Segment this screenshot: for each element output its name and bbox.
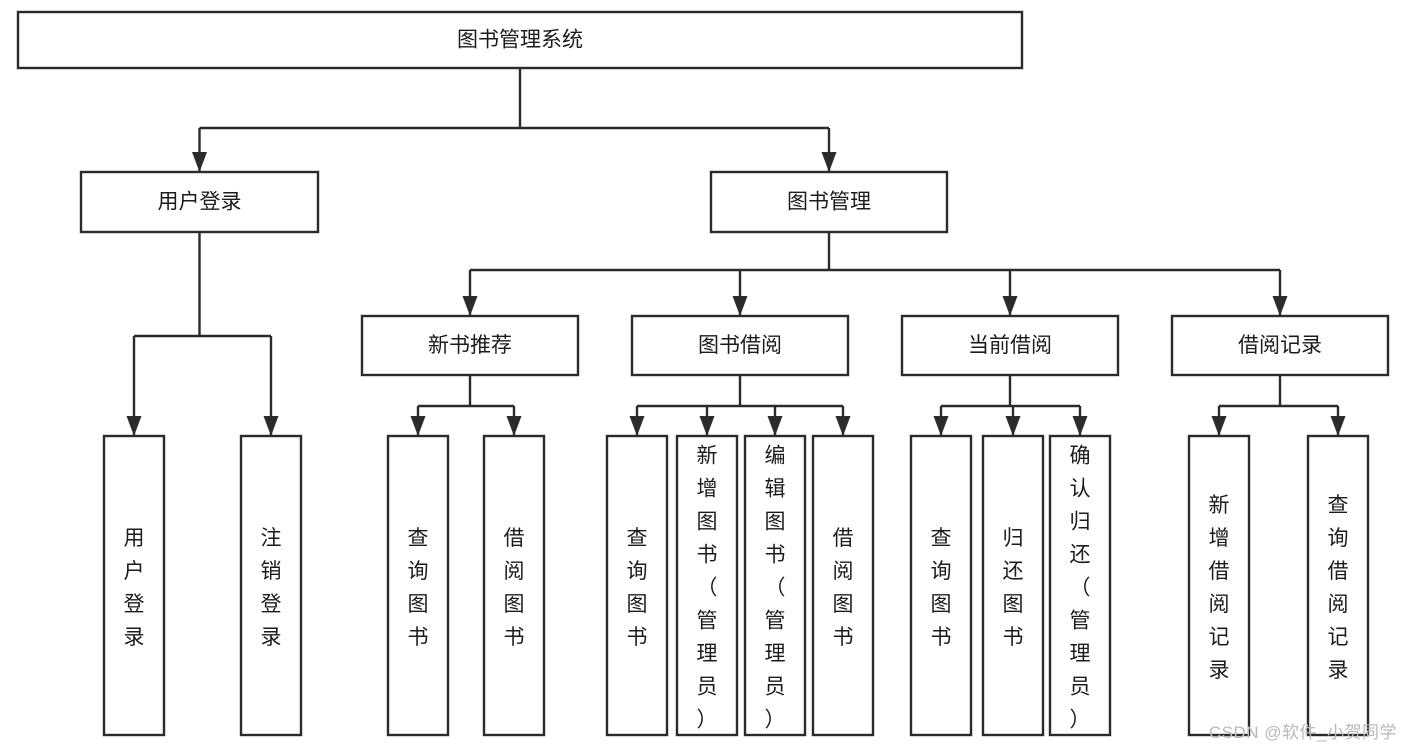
node-layer: 图书管理系统用户登录图书管理新书推荐图书借阅当前借阅借阅记录用户登录注销登录查询… <box>16 10 1390 737</box>
node-label: 新增借阅记录 <box>1209 494 1230 682</box>
node-leaf-8[interactable]: 查询图书 <box>909 434 973 737</box>
node-label: 编辑图书（管理员） <box>765 445 786 732</box>
node-label: 注销登录 <box>261 527 282 649</box>
node-rect <box>102 434 166 737</box>
book-mgmt-arrow-3 <box>1272 296 1288 316</box>
node-rect <box>239 434 303 737</box>
record-arrow-0 <box>1211 416 1227 436</box>
node-leaf-2[interactable]: 查询图书 <box>386 434 450 737</box>
node-label: 查询图书 <box>931 527 952 649</box>
root-arrow-0 <box>192 152 207 172</box>
node-rect <box>386 434 450 737</box>
node-label: 确认归还（管理员） <box>1070 445 1091 732</box>
node-rect <box>811 434 875 737</box>
node-l3-1[interactable]: 图书借阅 <box>630 314 850 377</box>
node-rect <box>482 434 546 737</box>
node-leaf-3[interactable]: 借阅图书 <box>482 434 546 737</box>
node-rect <box>709 170 949 234</box>
node-leaf-9[interactable]: 归还图书 <box>981 434 1045 737</box>
node-rect <box>79 170 320 234</box>
new-book-arrow-0 <box>410 416 426 436</box>
node-label: 借阅图书 <box>833 527 854 649</box>
node-leaf-5[interactable]: 新增图书（管理员） <box>675 434 739 737</box>
node-rect <box>1306 434 1370 737</box>
node-label: 用户登录 <box>158 191 242 214</box>
node-label: 图书借阅 <box>698 334 782 357</box>
node-l3-0[interactable]: 新书推荐 <box>360 314 580 377</box>
node-leaf-7[interactable]: 借阅图书 <box>811 434 875 737</box>
book-mgmt-arrow-0 <box>462 296 478 316</box>
node-leaf-4[interactable]: 查询图书 <box>605 434 669 737</box>
node-leaf-6[interactable]: 编辑图书（管理员） <box>743 434 807 737</box>
current-arrow-2 <box>1072 416 1088 436</box>
root-arrow-1 <box>821 152 837 172</box>
borrow-arrow-2 <box>767 416 783 436</box>
node-label: 借阅图书 <box>504 527 525 649</box>
node-leaf-12[interactable]: 查询借阅记录 <box>1306 434 1370 737</box>
node-rect <box>16 10 1024 70</box>
node-label: 新增图书（管理员） <box>697 445 718 732</box>
node-label: 新书推荐 <box>428 334 512 357</box>
current-arrow-1 <box>1005 416 1021 436</box>
borrow-arrow-0 <box>629 416 645 436</box>
borrow-arrow-1 <box>699 416 715 436</box>
node-rect <box>1187 434 1251 737</box>
node-label: 图书管理系统 <box>457 29 583 52</box>
user-login-arrow-1 <box>263 416 279 436</box>
node-label: 借阅记录 <box>1238 334 1322 357</box>
record-arrow-1 <box>1330 416 1346 436</box>
node-leaf-0[interactable]: 用户登录 <box>102 434 166 737</box>
node-l3-2[interactable]: 当前借阅 <box>900 314 1120 377</box>
node-label: 图书管理 <box>787 191 871 214</box>
node-rect <box>1170 314 1390 377</box>
node-l2-1[interactable]: 图书管理 <box>709 170 949 234</box>
node-label: 查询图书 <box>408 527 429 649</box>
user-login-arrow-0 <box>126 416 142 436</box>
node-rect <box>981 434 1045 737</box>
node-label: 归还图书 <box>1003 527 1024 649</box>
new-book-arrow-1 <box>506 416 522 436</box>
node-rect <box>605 434 669 737</box>
borrow-arrow-3 <box>835 416 851 436</box>
node-leaf-10[interactable]: 确认归还（管理员） <box>1048 434 1112 737</box>
node-root-0[interactable]: 图书管理系统 <box>16 10 1024 70</box>
book-mgmt-arrow-2 <box>1002 296 1018 316</box>
current-arrow-0 <box>933 416 949 436</box>
book-mgmt-arrow-1 <box>732 296 748 316</box>
node-leaf-11[interactable]: 新增借阅记录 <box>1187 434 1251 737</box>
node-rect <box>1048 434 1112 737</box>
node-l2-0[interactable]: 用户登录 <box>79 170 320 234</box>
node-rect <box>630 314 850 377</box>
node-rect <box>743 434 807 737</box>
node-leaf-1[interactable]: 注销登录 <box>239 434 303 737</box>
connector-layer <box>126 68 1346 436</box>
node-label: 查询借阅记录 <box>1328 494 1349 682</box>
node-rect <box>900 314 1120 377</box>
node-rect <box>909 434 973 737</box>
node-rect <box>360 314 580 377</box>
node-rect <box>675 434 739 737</box>
node-label: 用户登录 <box>124 527 145 649</box>
node-label: 查询图书 <box>627 527 648 649</box>
node-label: 当前借阅 <box>968 334 1052 357</box>
node-l3-3[interactable]: 借阅记录 <box>1170 314 1390 377</box>
